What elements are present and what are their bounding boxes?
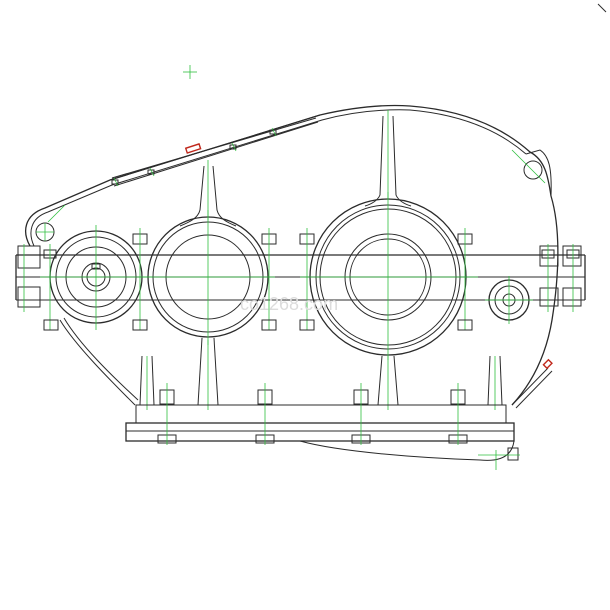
housing-outline [15,104,586,406]
breather-marker [184,143,202,154]
base-foot [125,404,515,461]
ribs-top [179,110,412,227]
oil-level-indicator [485,276,533,324]
drain-plug [478,447,520,470]
watermark: co1268.com [240,294,338,314]
flange-bolts-upper [23,228,580,330]
foot-bolts [157,383,468,445]
lifting-lug-left [35,204,66,242]
dipstick [511,358,553,409]
ribs-bottom [139,337,503,410]
lifting-lug-right [511,149,546,184]
flange-bolts-lower [43,319,473,331]
corner-mark [597,3,607,13]
inspection-cover [111,65,317,187]
output-shaft-bearing [300,192,478,360]
